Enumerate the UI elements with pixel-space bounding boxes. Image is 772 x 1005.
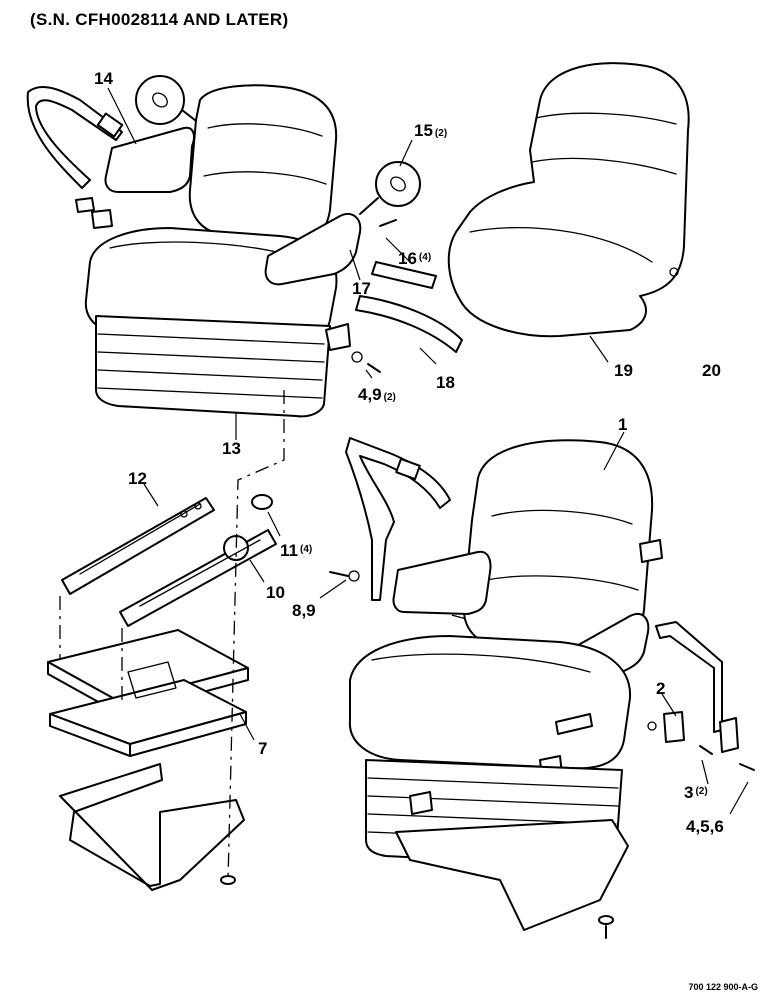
- anchor-bracket-2: [663, 711, 685, 743]
- belt-anchor-icon: [719, 717, 739, 753]
- leader-lines: [107, 87, 749, 815]
- mounting-plate-7: [47, 629, 249, 757]
- callout-3: 3(2): [684, 783, 708, 802]
- side-bracket: [325, 323, 351, 351]
- screw-icon: [379, 219, 397, 227]
- seat-assembly-1: [329, 437, 755, 939]
- callout-18: 18: [436, 373, 455, 392]
- backrest: [188, 84, 338, 244]
- alignment-line-left: [227, 390, 285, 881]
- nut-detail-icon-right: [390, 176, 406, 192]
- seat-belt-strap-right: [655, 621, 723, 733]
- callout-7: 7: [258, 739, 267, 758]
- belt-buckle-1: [395, 458, 421, 480]
- mount-bracket-a: [75, 197, 95, 213]
- callout-11: 11(4): [280, 541, 312, 560]
- page-title: (S.N. CFH0028114 AND LATER): [30, 10, 289, 29]
- callout-12: 12: [128, 469, 147, 488]
- detail-circle-left: [135, 75, 185, 125]
- armrest-left: [104, 126, 195, 193]
- seat-cushion-1: [348, 635, 632, 770]
- bolt-icon: [367, 363, 381, 373]
- slide-rail-10: [119, 529, 277, 627]
- callout-17: 17: [352, 279, 371, 298]
- callout-14: 14: [94, 69, 113, 88]
- armrest-1-left: [392, 550, 492, 615]
- callout-4-5-6: 4,5,6: [686, 817, 724, 836]
- callout-16: 16(4): [398, 249, 431, 268]
- slide-rail-12: [61, 497, 215, 595]
- washer-icon: [351, 351, 363, 363]
- belt-buckle-left: [96, 112, 124, 138]
- drawing-code: 700 122 900-A-G: [688, 982, 758, 992]
- nut-11: [251, 494, 273, 510]
- callout-labels: 14 15(2) 16(4) 17 18 4,9(2) 19 20 13 1 1…: [94, 69, 724, 836]
- callout-2: 2: [656, 679, 665, 698]
- seat-belt-strap-1: [345, 437, 451, 601]
- callout-4-9: 4,9(2): [358, 385, 396, 404]
- bolt-456-icon: [739, 763, 755, 771]
- callout-20: 20: [702, 361, 721, 380]
- callout-1: 1: [618, 415, 627, 434]
- callout-10: 10: [266, 583, 285, 602]
- lower-bracket: [59, 763, 245, 891]
- mount-bracket-b: [91, 209, 113, 229]
- adjuster-slot-icon: [127, 661, 177, 699]
- callout-15: 15(2): [414, 121, 447, 140]
- belt-strap-16: [371, 261, 437, 289]
- nut-detail-icon: [152, 92, 168, 108]
- seat-shell-19: [447, 62, 690, 338]
- washer-lower-icon: [220, 875, 236, 885]
- knob-icon: [639, 539, 663, 563]
- seat-belt-18: [355, 161, 463, 353]
- callout-13: 13: [222, 439, 241, 458]
- seat-shell: [447, 62, 690, 338]
- seat-assembly-13: [26, 75, 381, 418]
- suspension-base: [95, 315, 331, 418]
- belt-strap-18: [355, 295, 463, 353]
- callout-19: 19: [614, 361, 633, 380]
- detail-circle-right: [375, 161, 421, 207]
- hex-nut-icon: [251, 494, 273, 510]
- lower-bracket-1: [395, 819, 629, 931]
- armrest-right: [264, 213, 362, 286]
- callout-8-9: 8,9: [292, 601, 316, 620]
- seat-belt-strap-left: [26, 85, 123, 189]
